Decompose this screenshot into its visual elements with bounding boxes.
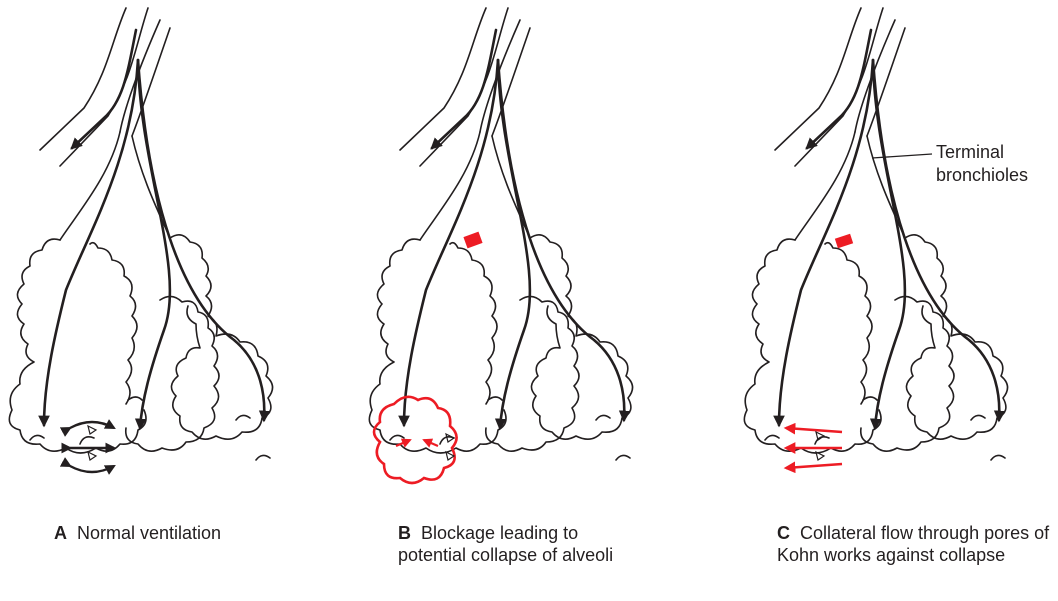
caption-panel-a: A Normal ventilation <box>54 522 221 544</box>
collapsed-alveolus <box>374 397 457 483</box>
pores-of-kohn-arrows-a <box>70 422 114 472</box>
panel-a-diagram <box>9 8 272 472</box>
panel-letter: C <box>777 523 790 543</box>
blockage-marker <box>463 232 482 249</box>
blockage-marker <box>835 234 853 248</box>
caption-text: Normal ventilation <box>77 523 221 543</box>
caption-text: Blockage leading to potential collapse o… <box>398 523 613 565</box>
bronchiole-diagram <box>0 0 1058 520</box>
panel-c-diagram <box>744 8 1007 468</box>
collateral-flow-arrows <box>786 428 842 468</box>
terminal-bronchioles-label: Terminal bronchioles <box>936 141 1056 187</box>
caption-text: Collateral flow through pores of Kohn wo… <box>777 523 1049 565</box>
panel-letter: A <box>54 523 67 543</box>
panel-letter: B <box>398 523 411 543</box>
terminal-bronchioles-leader <box>872 154 932 158</box>
panel-b-diagram <box>369 8 632 483</box>
